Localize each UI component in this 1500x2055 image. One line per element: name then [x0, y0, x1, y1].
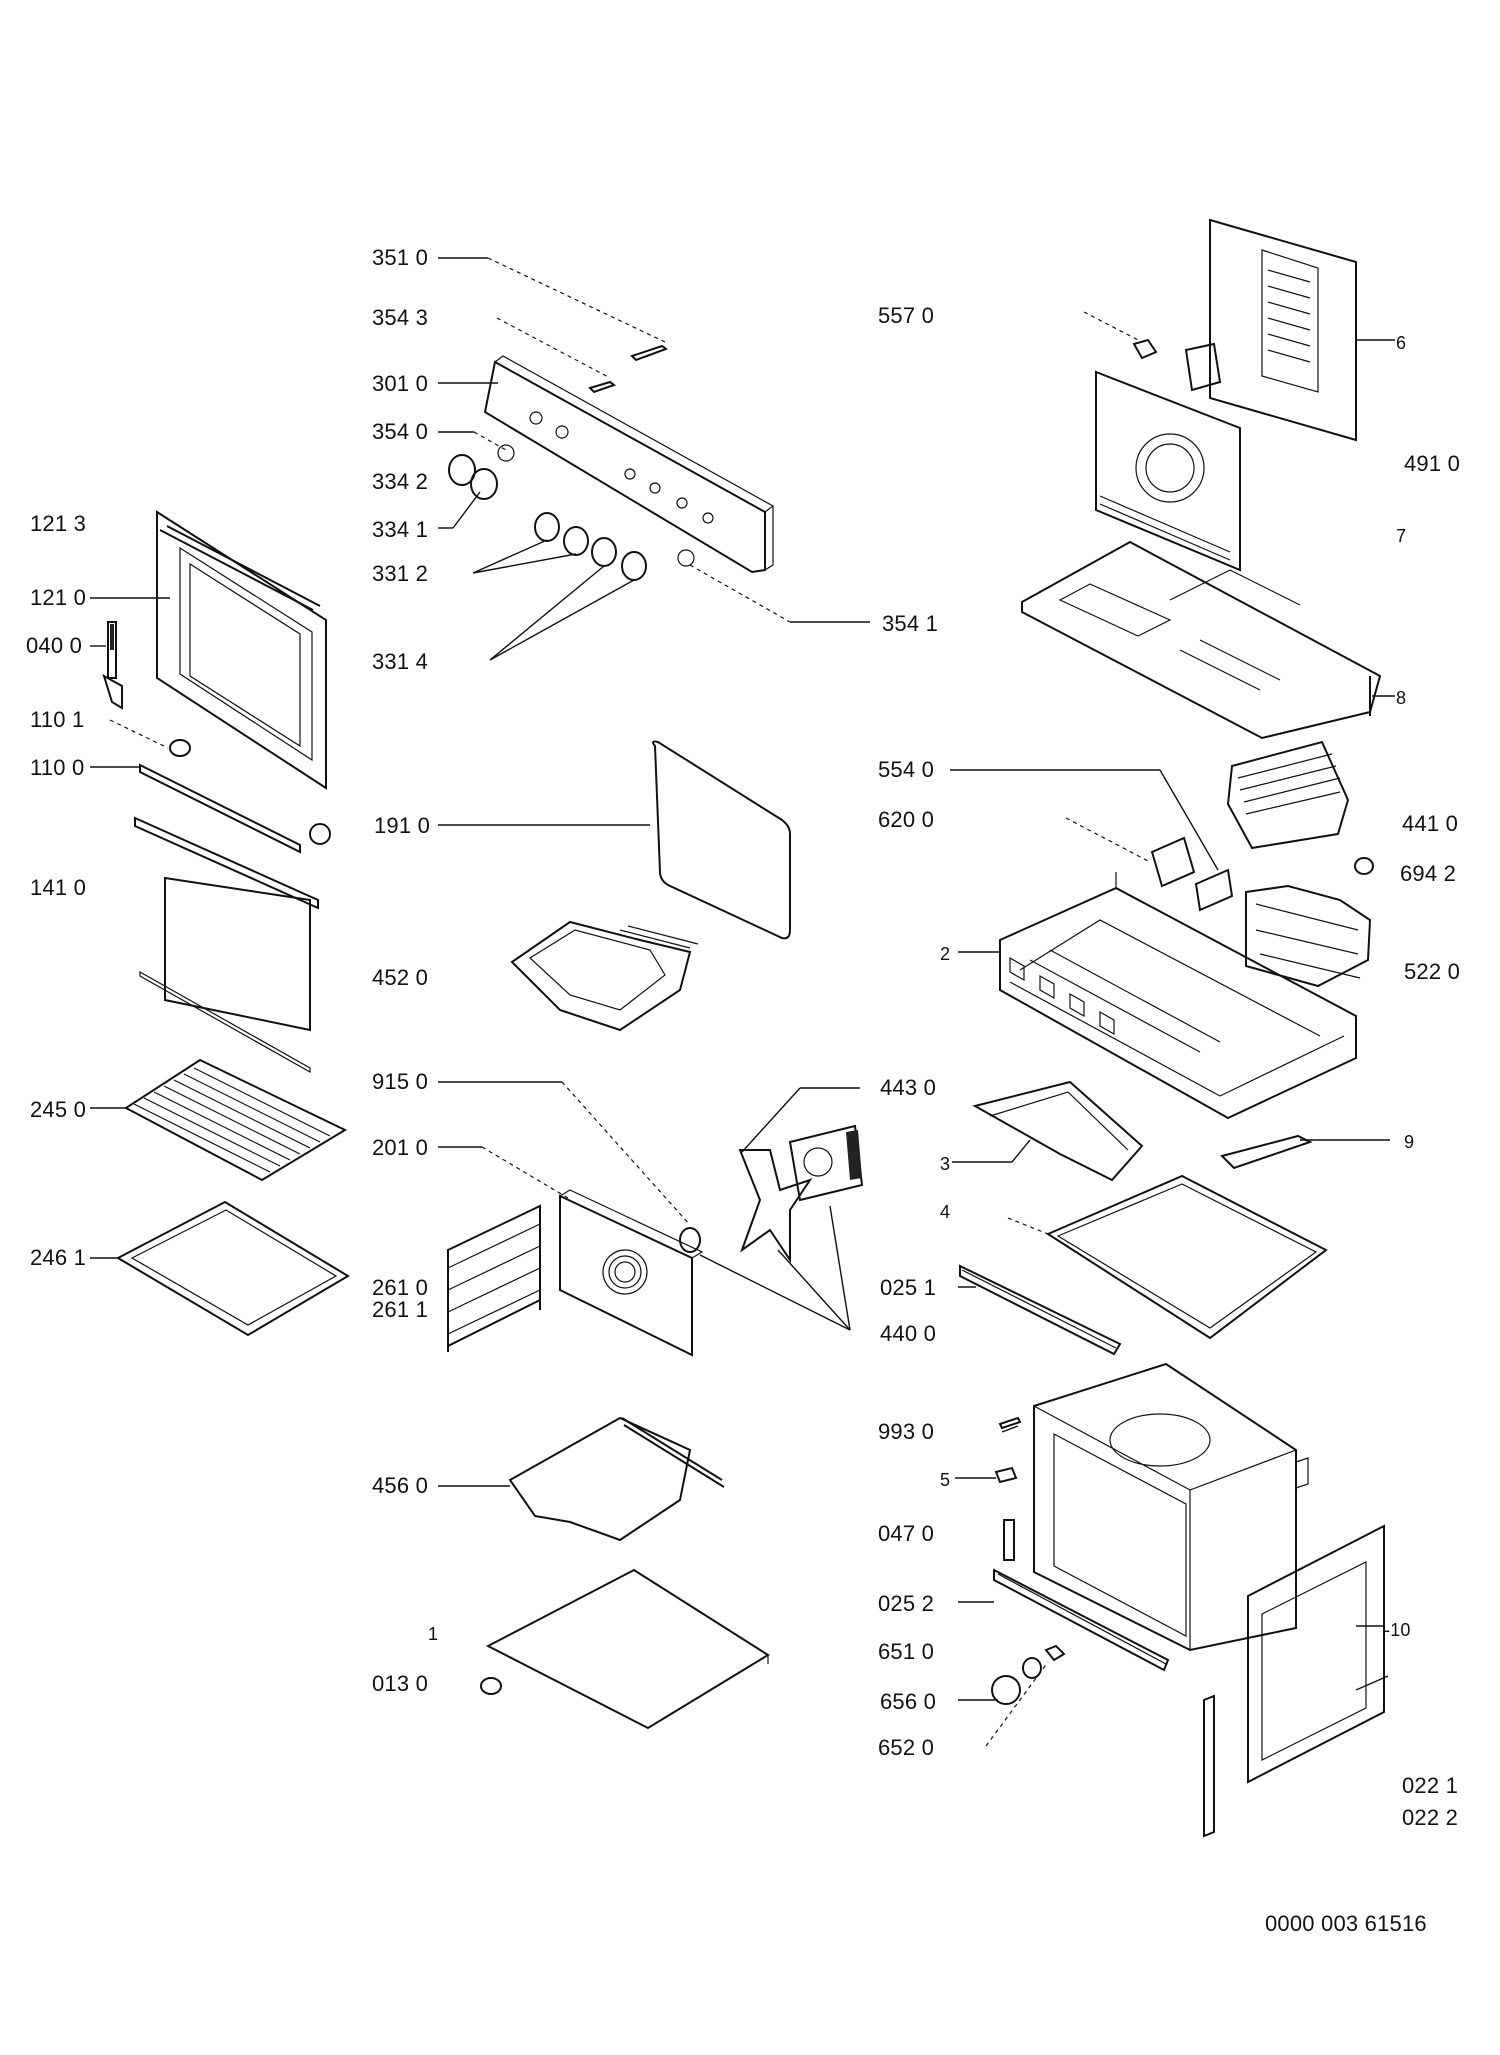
- part-label: 993 0: [878, 1419, 935, 1444]
- oven-cavity-group: [955, 1362, 1389, 1838]
- part-label: 354 3: [372, 305, 429, 330]
- part-label: 656 0: [880, 1689, 937, 1714]
- part-label: 110 0: [30, 755, 85, 780]
- part-label: 354 0: [372, 419, 429, 444]
- part-label: 8: [1396, 688, 1407, 708]
- part-label: 201 0: [372, 1135, 429, 1160]
- part-label: 141 0: [30, 875, 87, 900]
- part-label: 040 0: [26, 633, 83, 658]
- part-label: 047 0: [878, 1521, 935, 1546]
- part-label: 354 1: [882, 611, 939, 636]
- part-label: 022 2: [1402, 1805, 1459, 1830]
- part-label: 334 1: [372, 517, 429, 542]
- part-label: 261 0: [372, 1275, 429, 1300]
- control-panel-group: [438, 257, 870, 661]
- document-number: 0000 003 61516: [1265, 1911, 1427, 1936]
- part-label: 915 0: [372, 1069, 429, 1094]
- part-label: 261 1: [372, 1297, 429, 1322]
- part-label: 2: [940, 944, 951, 964]
- part-label: 245 0: [30, 1097, 87, 1122]
- part-label: 6: [1396, 333, 1407, 353]
- part-label: 3: [940, 1154, 951, 1174]
- part-label: 013 0: [372, 1671, 429, 1696]
- part-label: 443 0: [880, 1075, 937, 1100]
- middle-components-group: [438, 740, 864, 1730]
- part-label: 456 0: [372, 1473, 429, 1498]
- rear-panel-group: [1021, 218, 1395, 740]
- part-label: 191 0: [374, 813, 431, 838]
- part-label: 334 2: [372, 469, 429, 494]
- part-label: 557 0: [878, 303, 935, 328]
- part-label: 522 0: [1404, 959, 1461, 984]
- part-label: 025 1: [880, 1275, 937, 1300]
- part-label: 452 0: [372, 965, 429, 990]
- part-label: 246 1: [30, 1245, 87, 1270]
- part-label: 121 0: [30, 585, 87, 610]
- part-label: 694 2: [1400, 861, 1457, 886]
- part-label: 9: [1404, 1132, 1415, 1152]
- part-label: 121 3: [30, 511, 87, 536]
- part-label: 301 0: [372, 371, 429, 396]
- part-label: 652 0: [878, 1735, 935, 1760]
- part-label: 025 2: [878, 1591, 935, 1616]
- part-label: 331 4: [372, 649, 429, 674]
- part-label: 651 0: [878, 1639, 935, 1664]
- part-label: 554 0: [878, 757, 935, 782]
- part-label: 110 1: [30, 707, 85, 732]
- part-label: 5: [940, 1470, 951, 1490]
- part-label: -10: [1384, 1620, 1411, 1640]
- part-label: 441 0: [1402, 811, 1459, 836]
- part-label: 491 0: [1404, 451, 1461, 476]
- part-label: 331 2: [372, 561, 429, 586]
- part-label: 7: [1396, 526, 1407, 546]
- part-label: 022 1: [1402, 1773, 1459, 1798]
- oven-door-group: [90, 510, 350, 1337]
- part-label: 620 0: [878, 807, 935, 832]
- part-label: 1: [428, 1624, 439, 1644]
- control-module-group: [950, 740, 1390, 1356]
- part-label: 440 0: [880, 1321, 937, 1346]
- part-label: 351 0: [372, 245, 429, 270]
- part-label: 4: [940, 1202, 951, 1222]
